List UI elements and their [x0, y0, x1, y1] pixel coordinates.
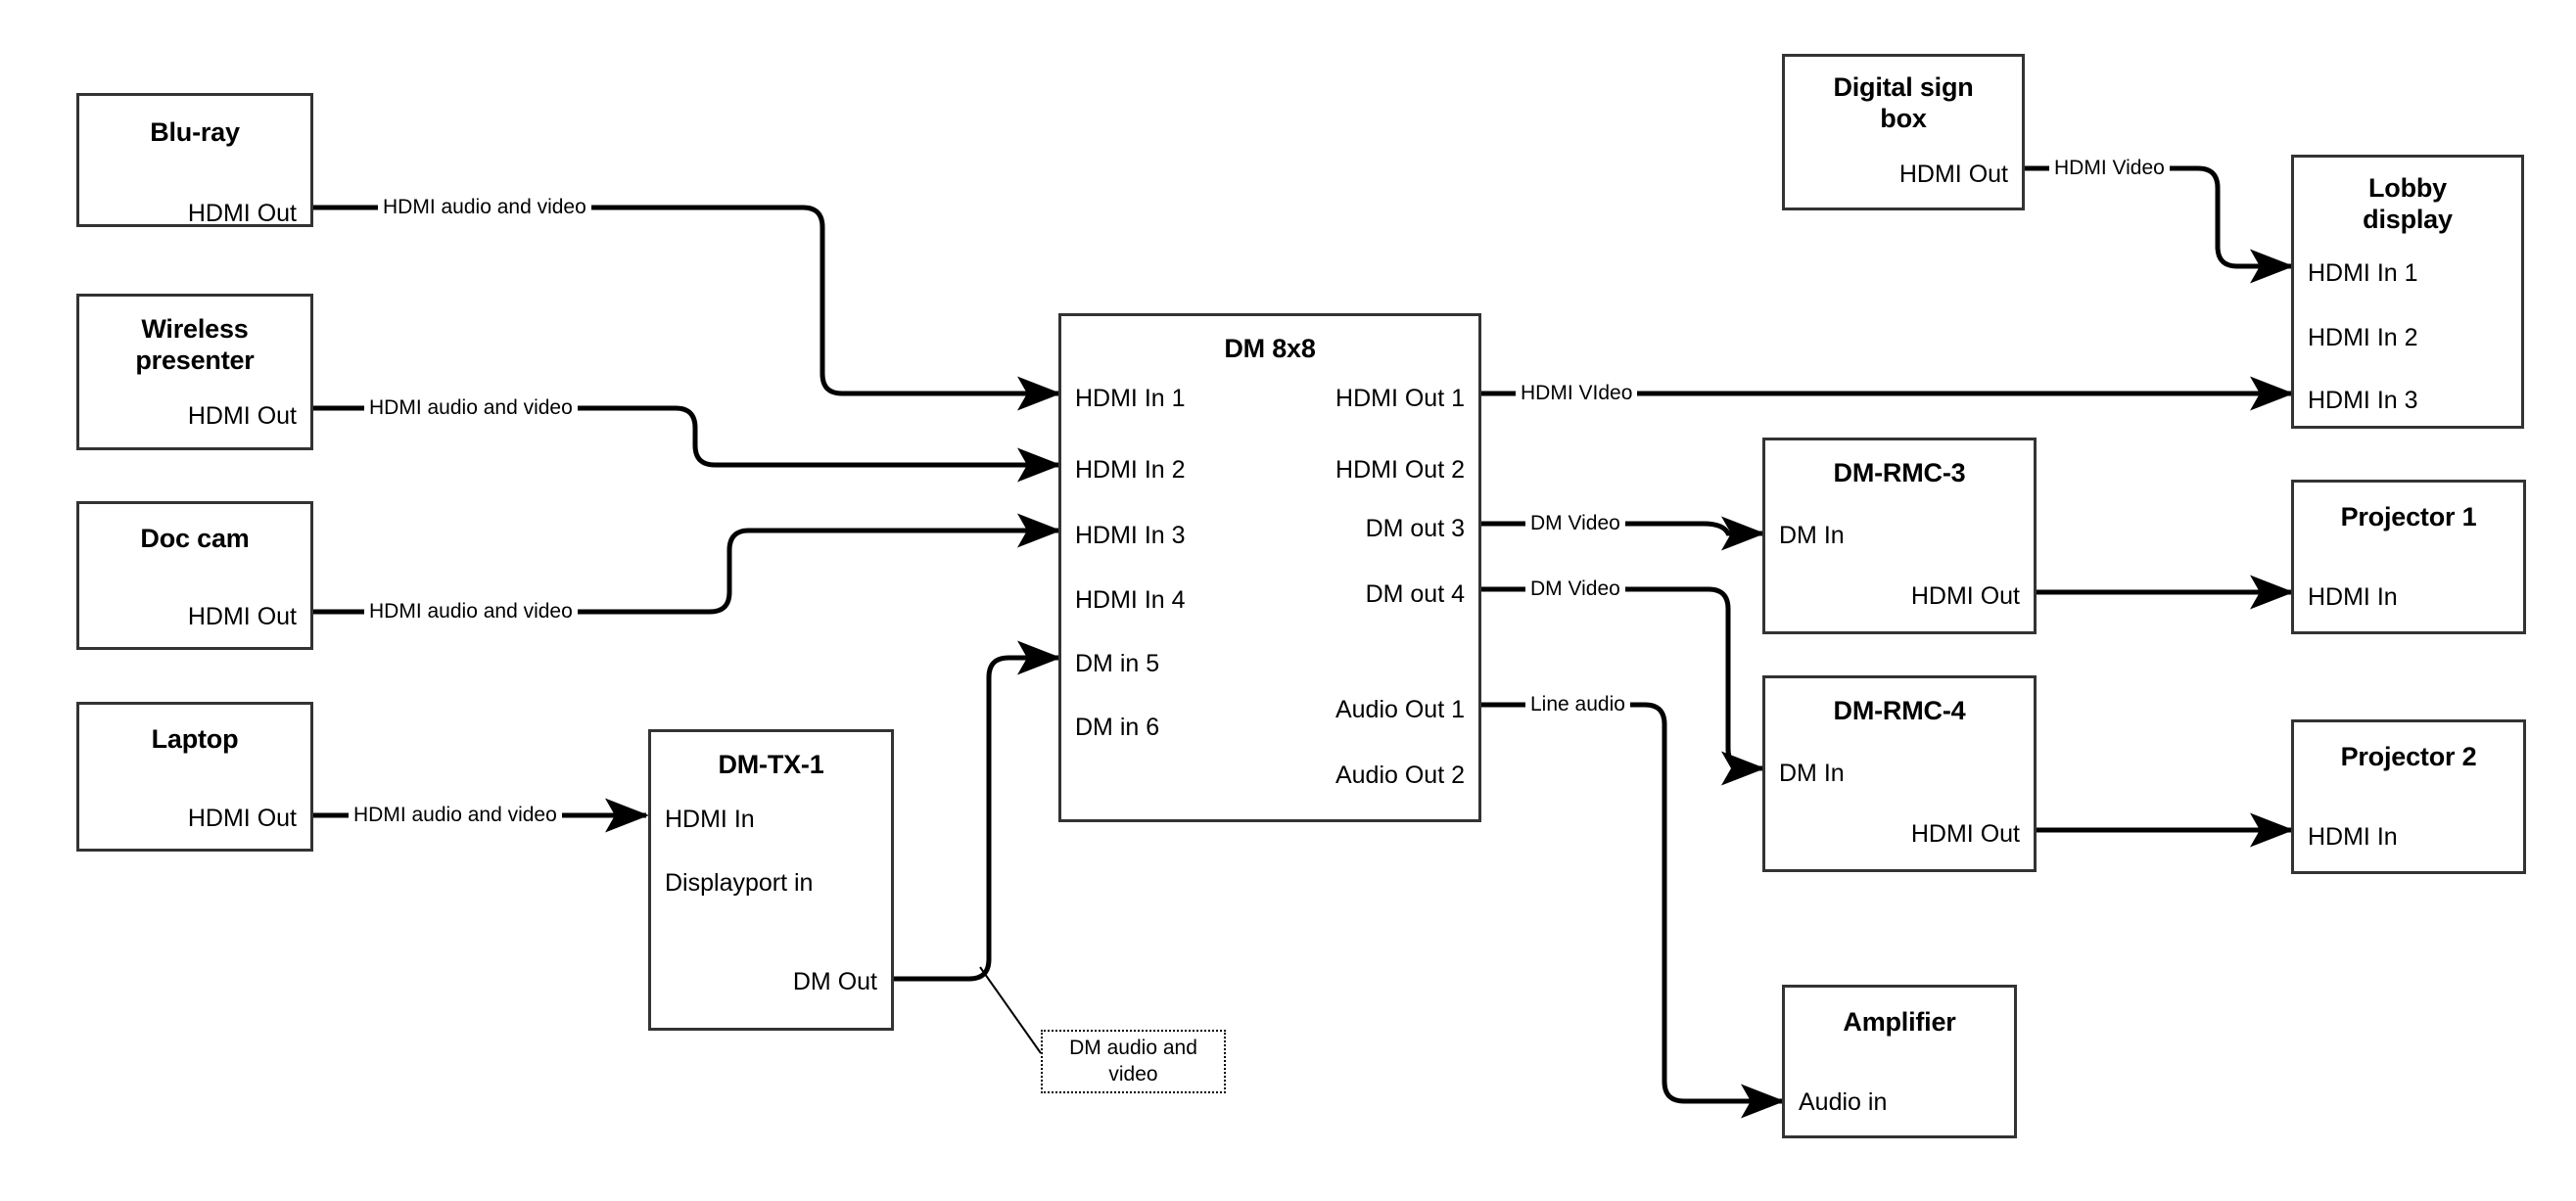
- port-digital-sign-box-hdmi-out[interactable]: HDMI Out: [1898, 161, 2008, 188]
- wire-sign-to-lobby: [2025, 165, 2295, 284]
- port-doc-cam-hdmi-out[interactable]: HDMI Out: [187, 603, 297, 630]
- port-dm-8x8-audio-out-2[interactable]: Audio Out 2: [1335, 762, 1465, 789]
- node-title-dm-8x8: DM 8x8: [1224, 334, 1316, 363]
- port-projector-1-hdmi-in[interactable]: HDMI In: [2308, 583, 2398, 611]
- port-dm-8x8-hdmi-out-1[interactable]: HDMI Out 1: [1335, 385, 1465, 412]
- port-wireless-presenter-hdmi-out[interactable]: HDMI Out: [187, 402, 297, 430]
- wire-label-doccam-to-dm: HDMI audio and video: [364, 601, 578, 622]
- node-title-blu-ray: Blu-ray: [150, 117, 240, 147]
- node-title-doc-cam: Doc cam: [140, 524, 250, 553]
- port-lobby-display-hdmi-in-3[interactable]: HDMI In 3: [2308, 387, 2418, 414]
- node-title-amplifier: Amplifier: [1843, 1007, 1956, 1037]
- node-dm-rmc-3[interactable]: DM-RMC-3 DM In HDMI Out: [1762, 438, 2037, 634]
- wire-label-sign-to-lobby: HDMI Video: [2049, 158, 2170, 178]
- wire-label-dm-to-amp: Line audio: [1525, 694, 1630, 715]
- node-title-lobby-display: Lobby display: [2363, 173, 2453, 234]
- node-title-projector-2: Projector 2: [2340, 742, 2477, 771]
- callout-leader-line: [979, 966, 1042, 1054]
- port-dm-8x8-hdmi-in-1[interactable]: HDMI In 1: [1075, 385, 1186, 412]
- port-dm-rmc-4-hdmi-out[interactable]: HDMI Out: [1910, 820, 2020, 848]
- node-projector-2[interactable]: Projector 2 HDMI In: [2291, 719, 2526, 874]
- wire-tx-to-dm: [894, 640, 1062, 982]
- node-digital-sign-box[interactable]: Digital sign box HDMI Out: [1782, 54, 2025, 210]
- wire-label-wireless-to-dm: HDMI audio and video: [364, 397, 578, 418]
- port-blu-ray-hdmi-out[interactable]: HDMI Out: [187, 200, 297, 227]
- node-dm-rmc-4[interactable]: DM-RMC-4 DM In HDMI Out: [1762, 675, 2037, 872]
- wire-label-dm-to-lobby: HDMI VIdeo: [1516, 383, 1638, 403]
- node-amplifier[interactable]: Amplifier Audio in: [1782, 985, 2017, 1138]
- node-wireless-presenter[interactable]: Wireless presenter HDMI Out: [76, 294, 313, 450]
- node-blu-ray[interactable]: Blu-ray HDMI Out: [76, 93, 313, 227]
- node-title-digital-sign-box: Digital sign box: [1833, 72, 1974, 133]
- port-dm-8x8-dm-out-4[interactable]: DM out 4: [1365, 580, 1465, 608]
- port-dm-8x8-dm-out-3[interactable]: DM out 3: [1365, 515, 1465, 542]
- port-dm-8x8-dm-in-6[interactable]: DM in 6: [1075, 714, 1160, 741]
- port-dm-8x8-hdmi-in-4[interactable]: HDMI In 4: [1075, 586, 1186, 614]
- node-doc-cam[interactable]: Doc cam HDMI Out: [76, 501, 313, 650]
- port-dm-rmc-3-dm-in[interactable]: DM In: [1779, 522, 1845, 549]
- port-lobby-display-hdmi-in-2[interactable]: HDMI In 2: [2308, 324, 2418, 351]
- port-dm-tx-1-displayport-in[interactable]: Displayport in: [665, 869, 814, 897]
- port-projector-2-hdmi-in[interactable]: HDMI In: [2308, 823, 2398, 851]
- port-lobby-display-hdmi-in-1[interactable]: HDMI In 1: [2308, 259, 2418, 287]
- wire-bluray-to-dm: [313, 205, 1062, 411]
- port-dm-8x8-audio-out-1[interactable]: Audio Out 1: [1335, 696, 1465, 723]
- node-projector-1[interactable]: Projector 1 HDMI In: [2291, 480, 2526, 634]
- node-title-dm-tx-1: DM-TX-1: [718, 750, 824, 779]
- node-title-dm-rmc-3: DM-RMC-3: [1833, 458, 1966, 487]
- node-title-laptop: Laptop: [151, 724, 239, 754]
- wire-label-dm-to-rmc4: DM Video: [1525, 578, 1625, 599]
- port-laptop-hdmi-out[interactable]: HDMI Out: [187, 805, 297, 832]
- node-dm-tx-1[interactable]: DM-TX-1 HDMI In Displayport in DM Out: [648, 729, 894, 1031]
- node-laptop[interactable]: Laptop HDMI Out: [76, 702, 313, 852]
- port-dm-rmc-3-hdmi-out[interactable]: HDMI Out: [1910, 582, 2020, 610]
- port-dm-8x8-hdmi-out-2[interactable]: HDMI Out 2: [1335, 456, 1465, 484]
- port-dm-8x8-hdmi-in-2[interactable]: HDMI In 2: [1075, 456, 1186, 484]
- wire-label-bluray-to-dm: HDMI audio and video: [378, 197, 591, 217]
- node-lobby-display[interactable]: Lobby display HDMI In 1 HDMI In 2 HDMI I…: [2291, 155, 2524, 429]
- port-dm-rmc-4-dm-in[interactable]: DM In: [1779, 760, 1845, 787]
- wire-dm-to-amp: [1481, 702, 1786, 1119]
- port-dm-8x8-dm-in-5[interactable]: DM in 5: [1075, 650, 1160, 677]
- node-title-wireless-presenter: Wireless presenter: [135, 314, 255, 375]
- port-dm-tx-1-dm-out[interactable]: DM Out: [792, 968, 877, 995]
- port-dm-8x8-hdmi-in-3[interactable]: HDMI In 3: [1075, 522, 1186, 549]
- node-title-projector-1: Projector 1: [2340, 502, 2477, 531]
- node-dm-8x8[interactable]: DM 8x8 HDMI In 1 HDMI In 2 HDMI In 3 HDM…: [1058, 313, 1481, 822]
- node-title-dm-rmc-4: DM-RMC-4: [1833, 696, 1966, 725]
- wire-dm-to-rmc4: [1481, 586, 1766, 786]
- wire-label-dm-to-rmc3: DM Video: [1525, 513, 1625, 533]
- callout-dm-audio-and-video: DM audio and video: [1041, 1030, 1226, 1093]
- port-amplifier-audio-in[interactable]: Audio in: [1799, 1088, 1888, 1116]
- port-dm-tx-1-hdmi-in[interactable]: HDMI In: [665, 806, 755, 833]
- wire-label-laptop-to-tx: HDMI audio and video: [349, 805, 562, 825]
